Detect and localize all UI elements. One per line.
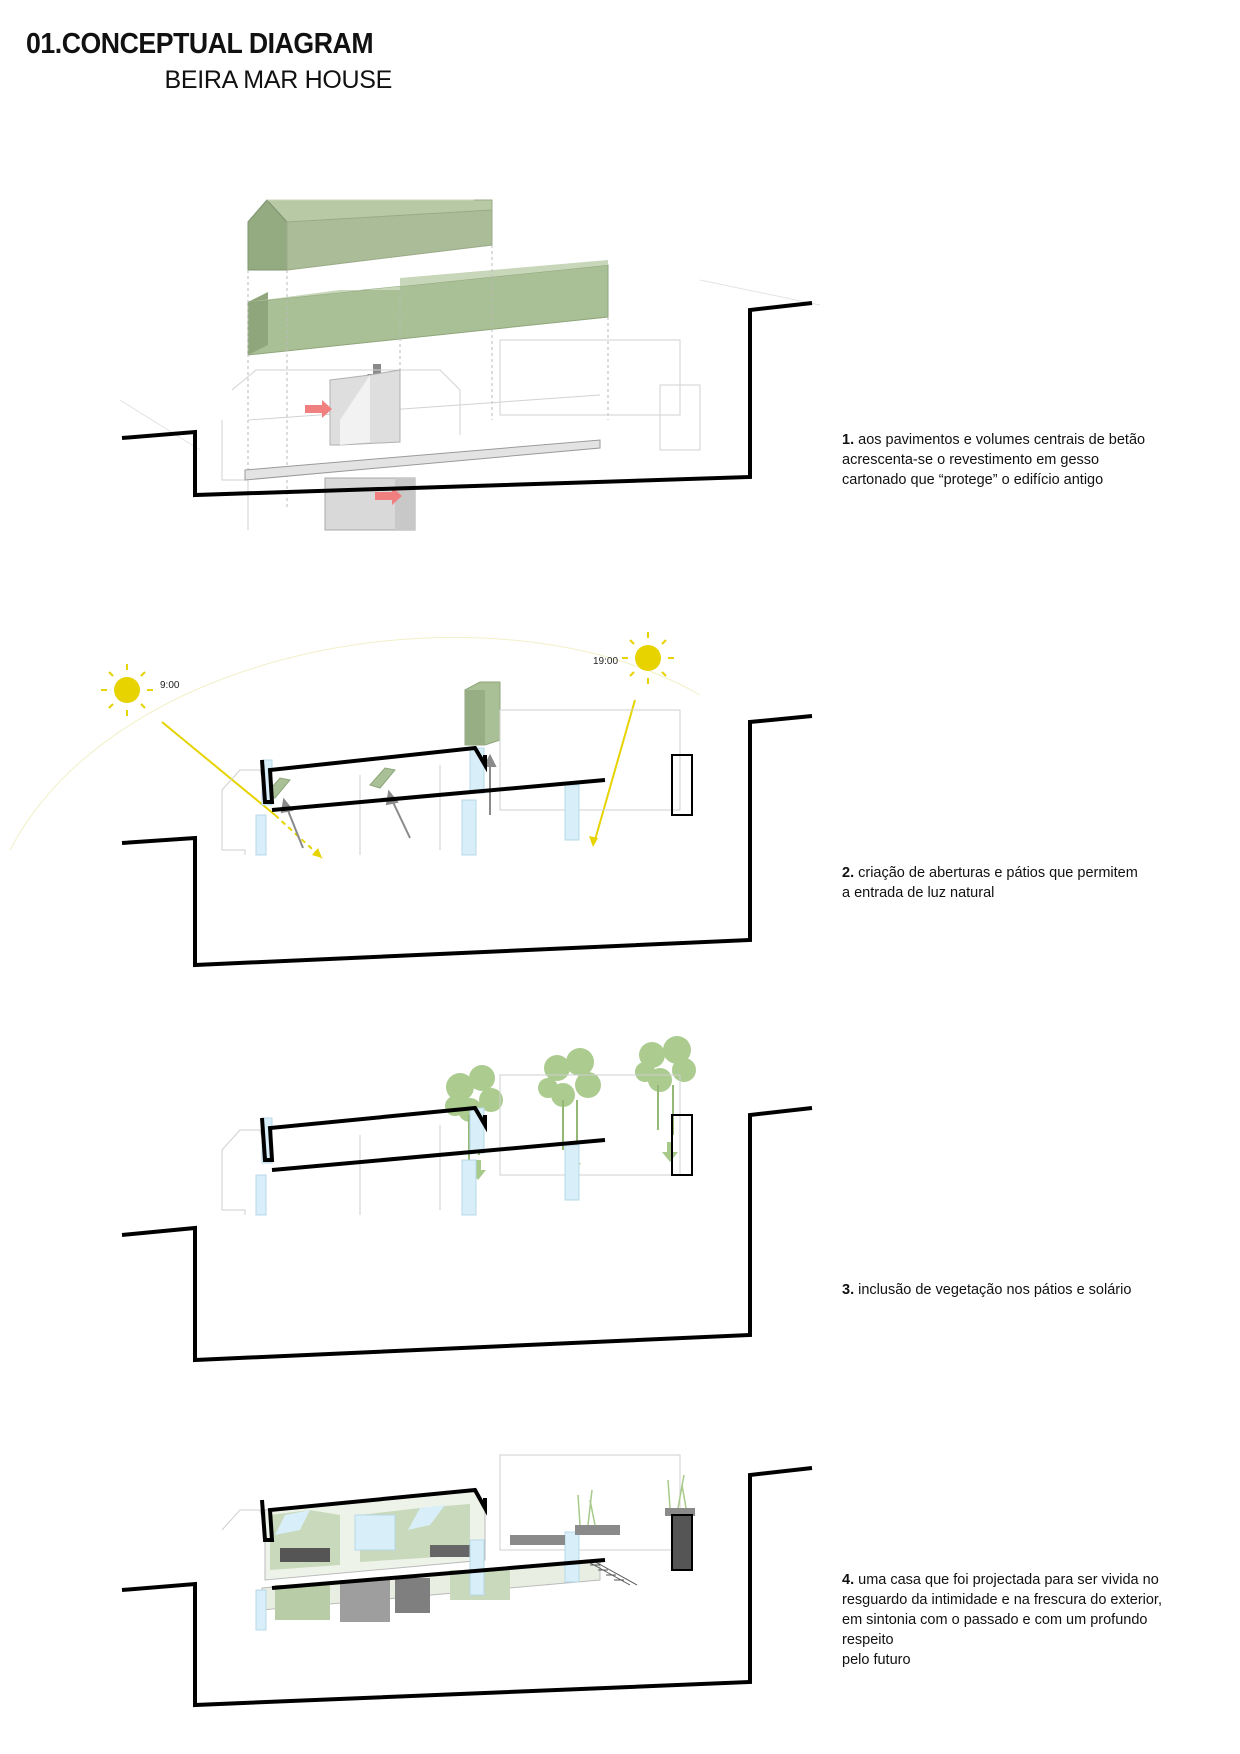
step-4-caption: 4. uma casa que foi projectada para ser …: [842, 1572, 1162, 1668]
site-section-line: [121, 714, 813, 968]
tree-icon: [635, 1036, 696, 1135]
diagram-step-4: [0, 1420, 840, 1720]
interior-section: [261, 1489, 601, 1622]
step-3-caption: 3. inclusão de vegetação nos pátios e so…: [842, 1282, 1132, 1298]
concrete-core: [244, 369, 601, 531]
sun-icon: [622, 632, 674, 684]
sun-icon: [101, 664, 153, 716]
step-2-caption: 2. criação de aberturas e pátios que per…: [842, 865, 1138, 901]
diagram-step-1: [0, 180, 840, 570]
diagram-step-2: 9:00 19:00: [0, 600, 840, 980]
sun-time-evening: 19:00: [593, 656, 618, 667]
diagram-step-3: [0, 1020, 840, 1380]
tree-icon: [538, 1048, 601, 1150]
page-title: 01.CONCEPTUAL DIAGRAM: [26, 28, 374, 60]
green-roof-volume: [247, 199, 493, 271]
sun-time-morning: 9:00: [160, 680, 180, 691]
step-1-caption: 1. aos pavimentos e volumes centrais de …: [842, 432, 1146, 488]
site-section-line: [121, 301, 813, 498]
page-subtitle: BEIRA MAR HOUSE: [164, 66, 393, 94]
green-patio-volume: [464, 681, 501, 746]
green-middle-volume: [247, 260, 609, 356]
stair: [584, 1559, 638, 1586]
site-section-line: [121, 1466, 813, 1708]
red-arrow-icon: [305, 400, 402, 505]
site-section-line: [121, 1106, 813, 1363]
planter: [510, 1474, 695, 1545]
